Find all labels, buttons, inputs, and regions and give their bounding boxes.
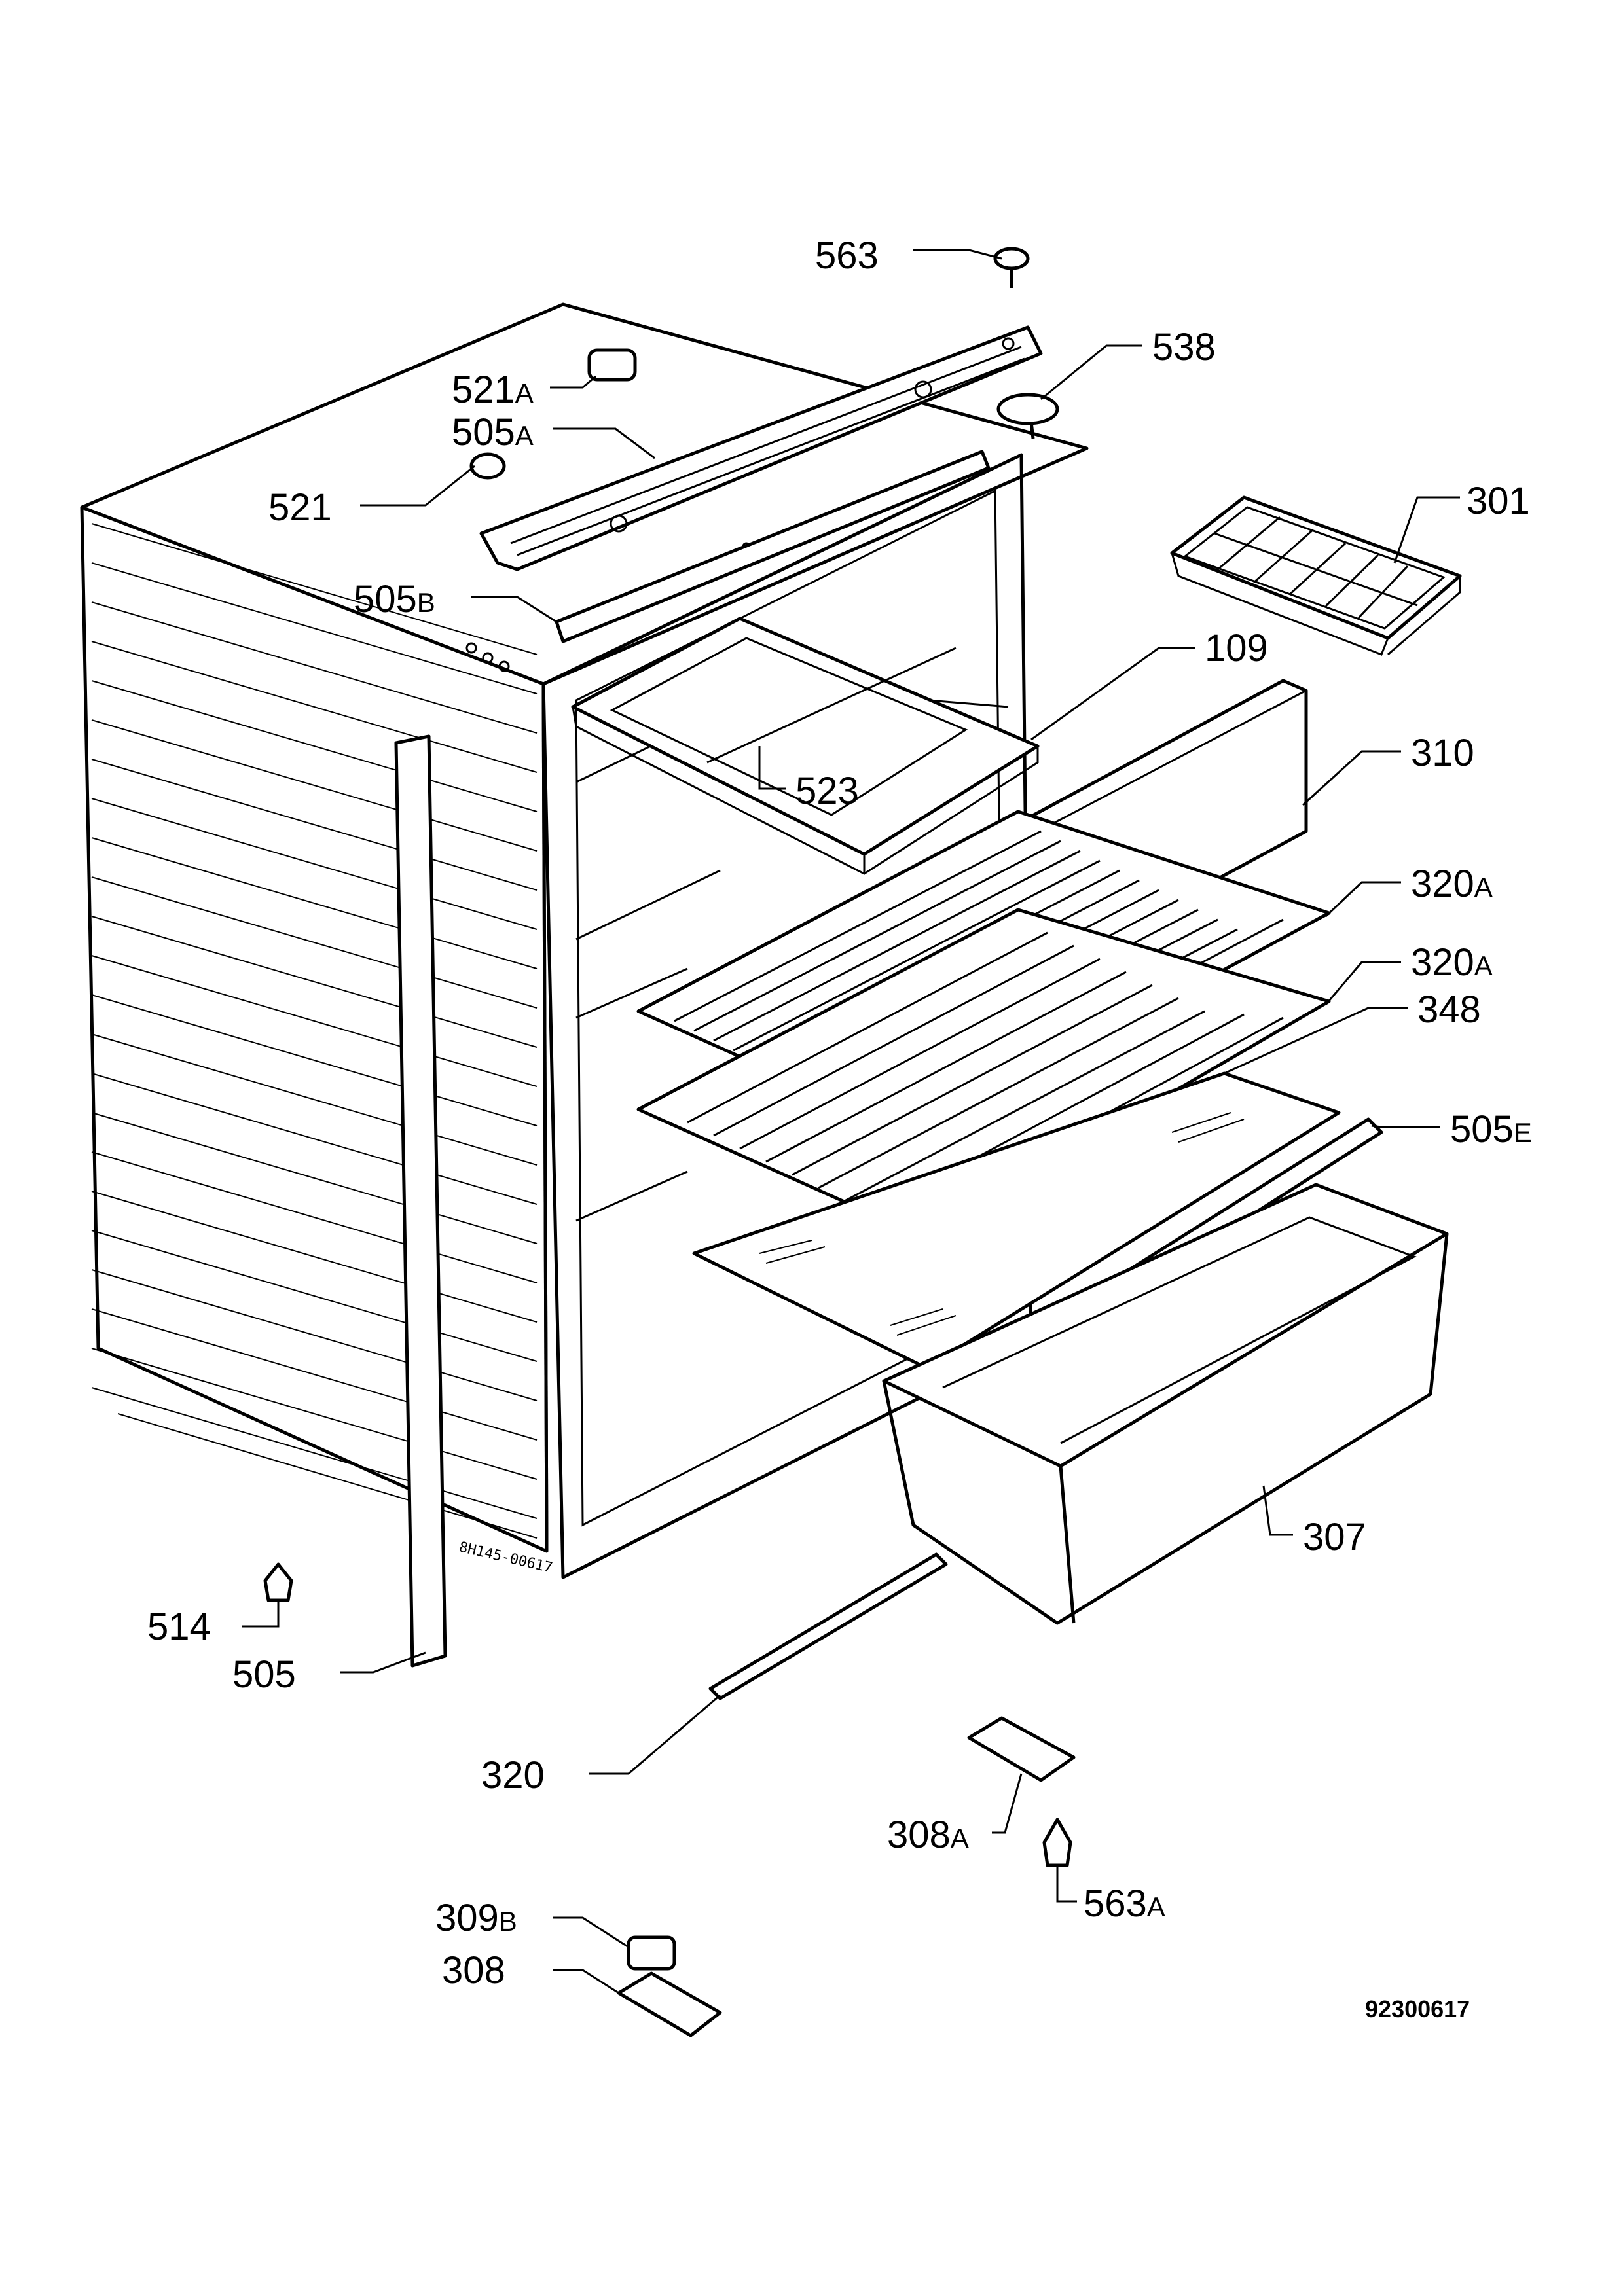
label-320a-lower: 320A — [1411, 941, 1493, 984]
part-labels: 563 538 521A 505A 521 301 505B 109 523 3… — [147, 234, 1532, 1992]
label-563: 563 — [815, 234, 879, 277]
refrigerator-cabinet: 8H145-00617 — [80, 302, 1089, 1579]
bracket-308 — [617, 1971, 722, 2037]
part-521a-cap — [587, 348, 637, 382]
bracket-308a — [967, 1716, 1076, 1782]
label-505b: 505B — [354, 578, 435, 620]
label-505e: 505E — [1450, 1108, 1532, 1151]
ice-tray-301 — [1170, 495, 1462, 656]
screw-563a — [1042, 1818, 1072, 1867]
tray-523 — [571, 617, 1040, 875]
cap-309b — [627, 1935, 676, 1971]
label-320: 320 — [481, 1754, 545, 1797]
drawing-code: 92300617 — [1365, 1996, 1470, 2022]
leader-lines — [242, 249, 1460, 1994]
label-109: 109 — [1205, 627, 1268, 670]
label-348: 348 — [1417, 988, 1481, 1031]
label-308a: 308A — [887, 1814, 969, 1856]
label-505: 505 — [232, 1653, 296, 1696]
label-320a-upper: 320A — [1411, 863, 1493, 905]
label-538: 538 — [1152, 326, 1216, 368]
part-538-hinge — [996, 393, 1059, 439]
label-563a: 563A — [1084, 1882, 1165, 1925]
label-521: 521 — [268, 486, 332, 529]
glass-plate-348 — [692, 1071, 1341, 1370]
label-308: 308 — [442, 1949, 505, 1992]
door-seal-505 — [394, 734, 447, 1668]
cabinet-side-shading — [91, 523, 538, 1539]
seal-505b — [555, 450, 991, 643]
label-310: 310 — [1411, 732, 1474, 774]
part-514-foot — [263, 1562, 293, 1602]
label-301: 301 — [1467, 480, 1530, 522]
label-523: 523 — [795, 770, 859, 812]
rail-320 — [708, 1552, 948, 1700]
crisper-drawer-307 — [882, 1183, 1449, 1625]
label-505a: 505A — [452, 411, 534, 454]
part-563-screw — [993, 247, 1030, 288]
label-307: 307 — [1303, 1516, 1366, 1558]
part-521-cap — [469, 452, 506, 480]
cabinet-stamp: 8H145-00617 — [458, 1539, 555, 1576]
top-rail-505a — [479, 325, 1043, 571]
label-521a: 521A — [452, 368, 534, 411]
label-309b: 309B — [435, 1897, 517, 1939]
label-514: 514 — [147, 1605, 211, 1648]
